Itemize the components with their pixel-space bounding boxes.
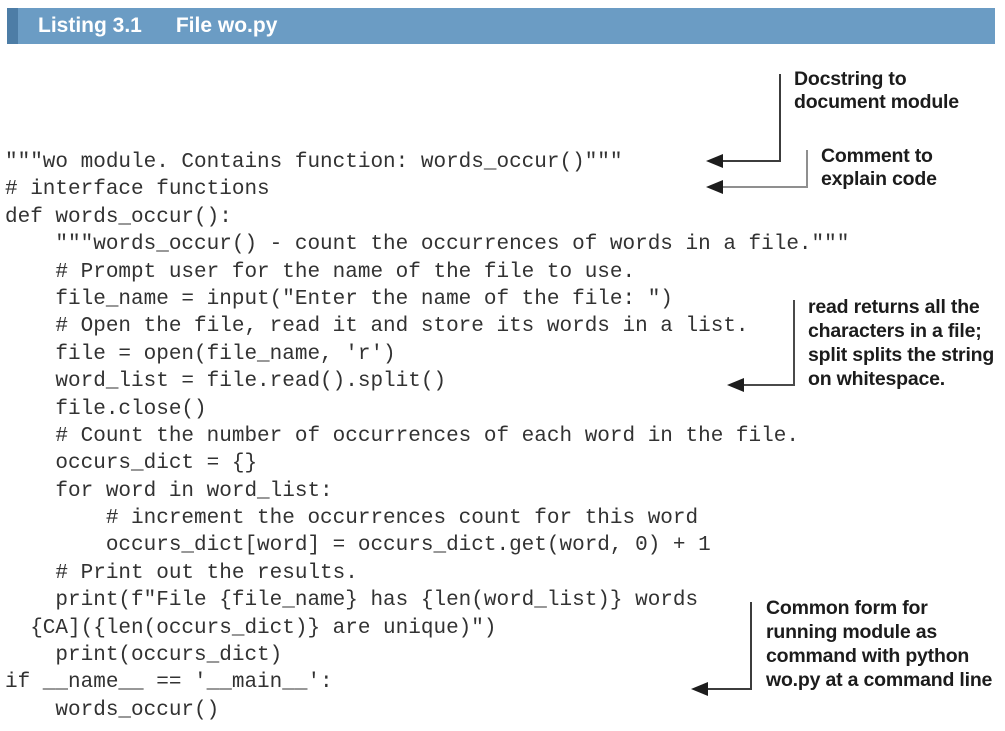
annotation-read-split: read returns all the characters in a fil… (808, 295, 994, 391)
code-line: # interface functions (5, 178, 270, 202)
annotation-line: explain code (821, 168, 937, 190)
code-line: # increment the occurrences count for th… (5, 507, 699, 531)
annotation-line: Common form for (766, 597, 928, 619)
code-line: file_name = input("Enter the name of the… (5, 287, 673, 311)
annotation-line: wo.py at a command line (766, 669, 993, 691)
connector-line (707, 688, 752, 690)
annotation-line: characters in a file; (808, 320, 982, 342)
code-line: file = open(file_name, 'r') (5, 342, 396, 366)
code-line: # Prompt user for the name of the file t… (5, 260, 636, 284)
code-line: if __name__ == '__main__': (5, 671, 333, 695)
code-line: print(f"File {file_name} has {len(word_l… (5, 589, 699, 613)
code-line: # Print out the results. (5, 561, 358, 585)
left-arrow-icon (727, 378, 744, 392)
listing-header-bar: Listing 3.1 File wo.py (7, 8, 995, 44)
connector-line (793, 300, 795, 386)
code-line: for word in word_list: (5, 479, 333, 503)
listing-title: File wo.py (175, 14, 278, 37)
left-arrow-icon (706, 180, 723, 194)
annotation-line: on whitespace. (808, 368, 945, 390)
code-line: words_occur() (5, 698, 220, 722)
code-line: # Open the file, read it and store its w… (5, 315, 749, 339)
code-line: occurs_dict[word] = occurs_dict.get(word… (5, 534, 711, 558)
code-line: def words_occur(): (5, 205, 232, 229)
code-line: file.close() (5, 397, 207, 421)
annotation-line: running module as (766, 621, 938, 643)
annotation-line: split splits the string (808, 344, 995, 366)
connector-line (750, 602, 752, 690)
annotation-main-form: Common form for running module as comman… (766, 596, 992, 692)
code-line: {CA]({len(occurs_dict)} are unique)") (5, 616, 497, 640)
annotation-line: Docstring to (794, 68, 907, 90)
connector-line (806, 150, 808, 188)
listing-header-text: Listing 3.1 File wo.py (38, 8, 277, 44)
code-line: word_list = file.read().split() (5, 370, 447, 394)
code-line: occurs_dict = {} (5, 452, 258, 476)
annotation-line: read returns all the (808, 296, 980, 318)
annotation-comment: Comment to explain code (821, 145, 937, 191)
left-arrow-icon (691, 682, 708, 696)
connector-line (779, 74, 781, 162)
annotation-line: document module (794, 91, 959, 113)
connector-line (722, 160, 781, 162)
listing-header-edge (7, 8, 18, 44)
listing-label: Listing 3.1 (38, 14, 142, 37)
code-line: """wo module. Contains function: words_o… (5, 151, 623, 174)
annotation-line: Comment to (821, 145, 933, 167)
code-listing: """wo module. Contains function: words_o… (5, 149, 849, 724)
code-line: # Count the number of occurrences of eac… (5, 424, 799, 448)
left-arrow-icon (706, 154, 723, 168)
connector-line (722, 186, 808, 188)
annotation-line: command with python (766, 645, 970, 667)
code-line: print(occurs_dict) (5, 644, 283, 668)
connector-line (743, 384, 795, 386)
annotation-docstring: Docstring to document module (794, 68, 959, 114)
code-line: """words_occur() - count the occurrences… (5, 233, 850, 257)
